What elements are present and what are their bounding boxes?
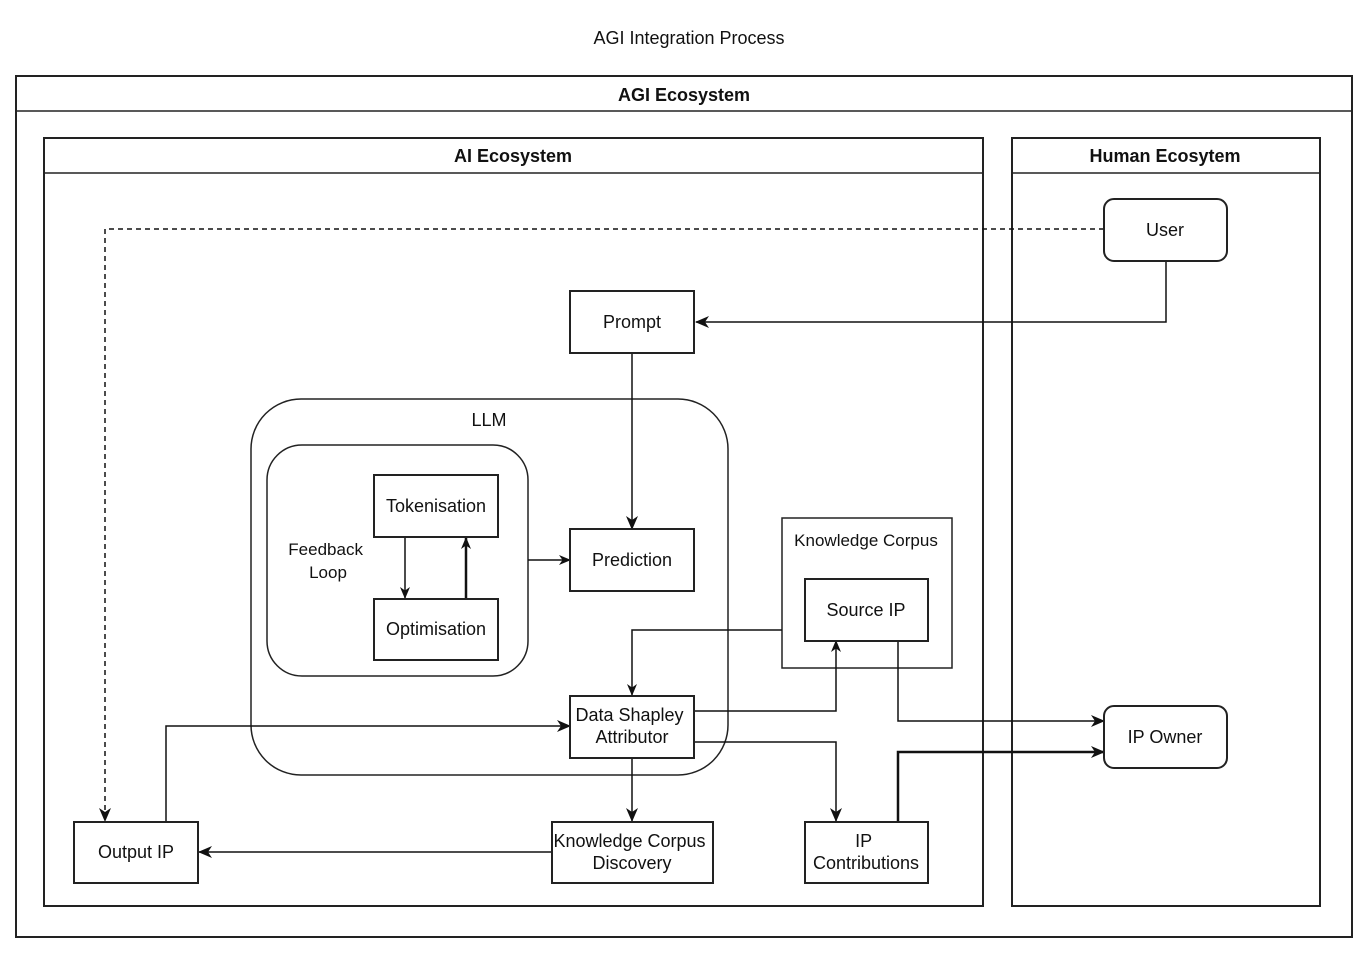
node-prediction: Prediction (569, 528, 695, 592)
ai-ecosystem-label: AI Ecosystem (454, 146, 572, 166)
edge-output-ip-to-data-shapley (165, 720, 571, 822)
edge-source-ip-to-ip-owner (897, 641, 1105, 727)
node-tokenisation: Tokenisation (373, 474, 499, 538)
node-data-shapley-line-1: Data Shapley (575, 705, 683, 725)
node-output-ip-label: Output IP (98, 842, 174, 862)
node-source-ip-label: Source IP (826, 600, 905, 620)
node-prompt: Prompt (569, 290, 695, 354)
node-kc-discovery-label: Knowledge Corpus Discovery (553, 831, 710, 873)
diagram-title: AGI Integration Process (593, 28, 784, 48)
edge-user-to-output-ip (99, 228, 1104, 822)
node-ip-contributions-label: IP Contributions (813, 831, 919, 873)
llm-label: LLM (471, 410, 506, 430)
edge-user-to-prompt (695, 261, 1167, 328)
node-prompt-label: Prompt (603, 312, 661, 332)
edge-data-shapley-to-ip-contributions (694, 741, 842, 822)
node-ip-owner: IP Owner (1103, 705, 1228, 769)
knowledge-corpus-container: Knowledge Corpus (781, 517, 953, 669)
node-kc-discovery: Knowledge Corpus Discovery (551, 821, 714, 884)
node-kc-discovery-line-2: Discovery (592, 853, 671, 873)
edges (99, 228, 1167, 858)
edge-ip-contributions-to-ip-owner (896, 746, 1105, 822)
node-data-shapley-attributor: Data Shapley Attributor (569, 695, 695, 759)
node-data-shapley-line-2: Attributor (595, 727, 668, 747)
agi-ecosystem-label: AGI Ecosystem (618, 85, 750, 105)
node-user-label: User (1146, 220, 1184, 240)
edge-data-shapley-to-source-ip (694, 640, 841, 712)
node-kc-discovery-line-1: Knowledge Corpus (553, 831, 705, 851)
llm-container: LLM (250, 398, 729, 776)
node-optimisation: Optimisation (373, 598, 499, 661)
human-ecosystem-label: Human Ecosytem (1089, 146, 1240, 166)
node-user: User (1103, 198, 1228, 262)
feedback-loop-line-2: Loop (309, 563, 347, 582)
feedback-loop-line-1: Feedback (288, 540, 363, 559)
node-output-ip: Output IP (73, 821, 199, 884)
ai-ecosystem-container: AI Ecosystem (43, 137, 984, 907)
node-ip-owner-label: IP Owner (1128, 727, 1203, 747)
node-ip-contributions-line-2: Contributions (813, 853, 919, 873)
node-ip-contributions-line-1: IP (855, 831, 872, 851)
feedback-loop-label: Feedback Loop (288, 540, 367, 582)
node-ip-contributions: IP Contributions (804, 821, 929, 884)
feedback-loop-container: Feedback Loop (266, 444, 529, 677)
node-prediction-label: Prediction (592, 550, 672, 570)
node-optimisation-label: Optimisation (386, 619, 486, 639)
node-source-ip: Source IP (804, 578, 929, 642)
node-tokenisation-label: Tokenisation (386, 496, 486, 516)
node-data-shapley-label: Data Shapley Attributor (575, 705, 688, 747)
edge-knowledge-corpus-to-data-shapley (627, 629, 782, 696)
knowledge-corpus-label: Knowledge Corpus (794, 531, 938, 550)
